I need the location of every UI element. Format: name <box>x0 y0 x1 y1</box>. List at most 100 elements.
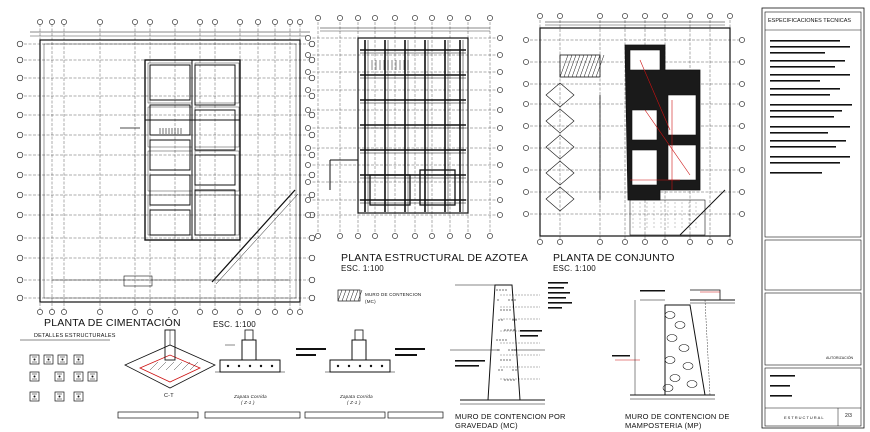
note-text-line <box>770 395 792 397</box>
parking-stall <box>545 134 575 160</box>
fill-dot <box>646 202 648 204</box>
drawing-rect <box>87 371 98 382</box>
grid-bubble <box>497 87 503 93</box>
fill-dot <box>660 214 662 216</box>
grid-bubble <box>305 179 311 185</box>
stone <box>662 384 674 392</box>
drawing-line <box>591 54 601 78</box>
drawing-line <box>575 54 585 78</box>
grid-bubble <box>49 309 55 315</box>
stone <box>678 344 690 352</box>
grid-bubble <box>132 19 138 25</box>
foundation-plan <box>16 19 316 315</box>
fill-dot <box>667 226 669 228</box>
grid-bubble <box>305 69 311 75</box>
fill-dot <box>639 218 641 220</box>
grid-bubble <box>308 254 316 262</box>
grid-bubble <box>355 233 361 239</box>
fill-dot <box>646 226 648 228</box>
drawing-rect <box>194 106 240 148</box>
aggregate-dot <box>509 359 511 361</box>
grid-bubble <box>305 212 311 218</box>
drawing-line <box>357 289 363 302</box>
drawing-rect <box>194 194 240 236</box>
rebar-dot <box>248 364 252 368</box>
grid-bubble <box>308 191 316 199</box>
drawing-line <box>157 361 167 371</box>
grid-bubble <box>16 234 24 242</box>
grid-bubble <box>132 309 138 315</box>
grid-bubble <box>622 13 628 19</box>
drawing-rect <box>147 150 193 192</box>
grid-bubble <box>172 19 178 25</box>
fill-dot <box>653 218 655 220</box>
grid-bubble <box>49 19 55 25</box>
grid-bubble <box>447 15 453 21</box>
fill-dot <box>639 214 641 216</box>
gravity-wall-code: GRAVEDAD (MC) <box>455 421 518 430</box>
rebar-dot <box>58 375 61 378</box>
note-text-line <box>770 162 840 164</box>
grid-bubble <box>16 294 24 302</box>
grid-bubble <box>429 233 435 239</box>
aggregate-dot <box>496 339 498 341</box>
fill-dot <box>653 214 655 216</box>
site-plan <box>523 13 745 245</box>
drawing-line <box>563 54 573 78</box>
grid-bubble <box>308 111 316 119</box>
drawing-line <box>189 361 199 371</box>
note-text-line <box>770 126 850 128</box>
fill-dot <box>674 222 676 224</box>
fill-dot <box>639 226 641 228</box>
rebar-dot <box>77 358 80 361</box>
fill-dot <box>681 226 683 228</box>
aggregate-dot <box>509 309 511 311</box>
aggregate-dot <box>502 339 504 341</box>
grid-bubble <box>557 13 563 19</box>
grid-bubble <box>255 309 261 315</box>
grid-bubble <box>523 211 529 217</box>
grid-bubble <box>308 276 316 284</box>
fill-dot <box>660 202 662 204</box>
fill-dot <box>660 206 662 208</box>
fill-dot <box>688 202 690 204</box>
grid-bubble <box>557 239 563 245</box>
fill-dot <box>674 202 676 204</box>
grid-bubble <box>337 15 343 21</box>
fill-dot <box>632 226 634 228</box>
grid-bubble <box>16 211 24 219</box>
fill-dot <box>688 206 690 208</box>
fill-dot <box>632 206 634 208</box>
fill-dot <box>695 210 697 212</box>
fill-dot <box>646 214 648 216</box>
rebar-dot <box>369 364 373 368</box>
fill-dot <box>646 218 648 220</box>
note-text-line <box>548 287 564 289</box>
note-text-line <box>640 290 665 292</box>
rebar-dot <box>237 364 241 368</box>
foundation-plan-title: PLANTA DE CIMENTACIÓN <box>44 317 181 329</box>
parking-stall <box>545 186 575 212</box>
grid-bubble <box>662 13 668 19</box>
fill-dot <box>632 202 634 204</box>
note-text-line <box>770 140 846 142</box>
legend-label: MURO DE CONTENCION <box>365 292 422 297</box>
drawing-rect <box>764 292 862 366</box>
fill-dot <box>674 210 676 212</box>
drawing-rect <box>304 411 386 419</box>
fill-dot <box>632 222 634 224</box>
grid-bubble <box>305 162 311 168</box>
drawing-line <box>579 54 589 78</box>
grid-bubble <box>392 15 398 21</box>
grid-bubble <box>727 239 733 245</box>
fill-dot <box>681 222 683 224</box>
roof-plan-title: PLANTA ESTRUCTURAL DE AZOTEA <box>341 252 529 264</box>
fill-dot <box>653 202 655 204</box>
fill-dot <box>667 214 669 216</box>
footing-b-code: ( Z-1 ) <box>347 400 361 405</box>
grid-bubble <box>447 233 453 239</box>
grid-bubble <box>305 87 311 93</box>
grid-bubble <box>255 19 261 25</box>
joint-plan <box>124 344 216 389</box>
parking-stall <box>545 160 575 186</box>
